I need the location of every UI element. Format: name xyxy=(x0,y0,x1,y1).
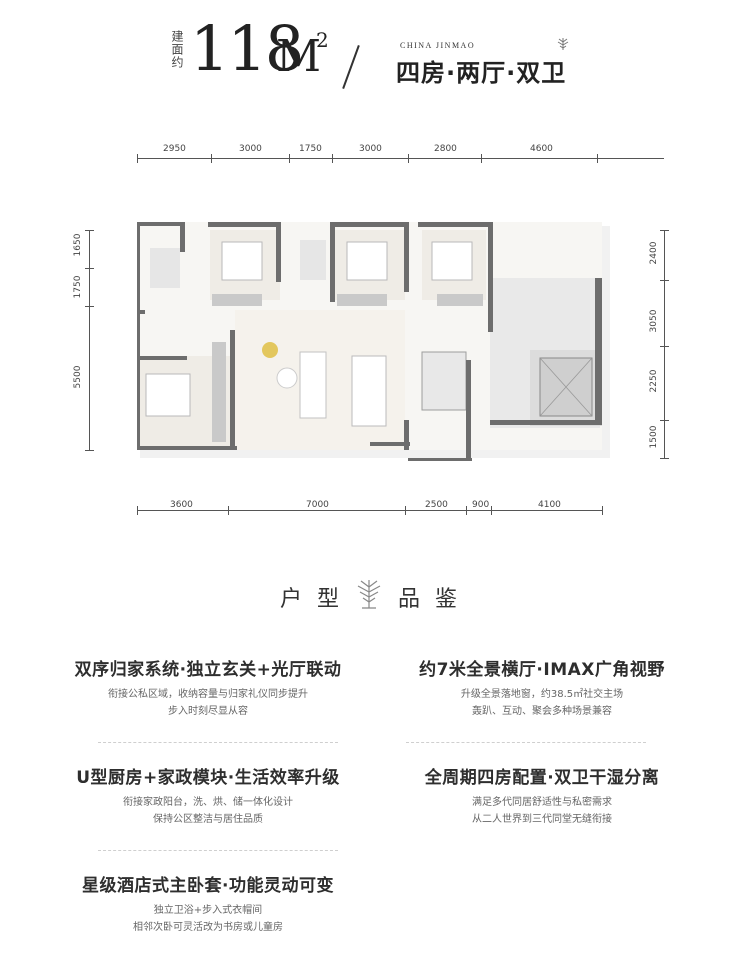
feature-bedrooms: 全周期四房配置·双卫干湿分离 满足多代同居舒适性与私密需求 从二人世界到三代同堂… xyxy=(392,766,692,828)
feature-desc-line: 相邻次卧可灵活改为书房或儿童房 xyxy=(133,922,283,933)
feature-master-suite: 星级酒店式主卧套·功能灵动可变 独立卫浴+步入式衣帽间 相邻次卧可灵活改为书房或… xyxy=(58,874,358,936)
section-title-right: 品 鉴 xyxy=(398,587,461,612)
section-title: 户 型 品 鉴 xyxy=(0,575,740,615)
layout-type: 四房·两厅·双卫 xyxy=(396,59,567,87)
divider-slash xyxy=(342,45,360,89)
dim-top-1: 2950 xyxy=(163,144,186,154)
feature-title: 双序归家系统·独立玄关+光厅联动 xyxy=(74,660,342,680)
feature-desc-line: 满足多代同居舒适性与私密需求 xyxy=(472,797,612,808)
feature-desc-line: 衔接家政阳台，洗、烘、储一体化设计 xyxy=(123,797,293,808)
dim-top-6: 4600 xyxy=(530,144,553,154)
dim-bottom-2: 7000 xyxy=(306,500,329,510)
dim-bottom-5: 4100 xyxy=(538,500,561,510)
dim-top-2: 3000 xyxy=(239,144,262,154)
feature-desc-line: 轰趴、互动、聚会多种场景兼容 xyxy=(472,706,612,717)
section-title-left: 户 型 xyxy=(280,587,343,612)
feature-title: 全周期四房配置·双卫干湿分离 xyxy=(424,768,660,788)
area-unit-superscript: 2 xyxy=(316,28,329,52)
dim-top-4: 3000 xyxy=(359,144,382,154)
dim-bottom-3: 2500 xyxy=(425,500,448,510)
feature-entrance: 双序归家系统·独立玄关+光厅联动 衔接公私区域，收纳容量与归家礼仪同步提升 步入… xyxy=(58,658,358,720)
feature-desc-line: 衔接公私区域，收纳容量与归家礼仪同步提升 xyxy=(108,689,308,700)
feature-title: 星级酒店式主卧套·功能灵动可变 xyxy=(82,876,334,896)
dim-bottom-4: 900 xyxy=(472,500,490,510)
feature-desc-line: 从二人世界到三代同堂无缝衔接 xyxy=(472,814,612,825)
feature-desc-line: 保持公区整洁与居住品质 xyxy=(153,814,263,825)
floor-plan: 2950 3000 1750 3000 2800 4600 1650 1750 … xyxy=(0,130,740,530)
dim-top-3: 1750 xyxy=(299,144,322,154)
dim-top-5: 2800 xyxy=(434,144,457,154)
brand-name: CHINA JINMAO xyxy=(400,41,476,50)
feature-divider xyxy=(98,850,338,851)
header: 建面约 118 M 2 CHINA JINMAO 四房·两厅·双卫 xyxy=(0,0,740,110)
feature-divider xyxy=(406,742,646,743)
area-label: 建面约 xyxy=(170,30,184,69)
floor-plan-drawing xyxy=(137,222,610,461)
feature-kitchen: U型厨房+家政模块·生活效率升级 衔接家政阳台，洗、烘、储一体化设计 保持公区整… xyxy=(58,766,358,828)
tree-emblem-icon xyxy=(357,580,381,609)
dim-bottom-1: 3600 xyxy=(170,500,193,510)
feature-title: U型厨房+家政模块·生活效率升级 xyxy=(76,768,340,788)
feature-desc-line: 升级全景落地窗，约38.5㎡社交主场 xyxy=(460,689,624,700)
feature-divider xyxy=(98,742,338,743)
area-unit: M xyxy=(276,31,322,82)
feature-desc-line: 步入时刻尽显从容 xyxy=(168,706,248,717)
tree-logo-icon xyxy=(557,38,569,50)
area-value: 118 xyxy=(190,12,304,85)
feature-living-room: 约7米全景横厅·IMAX广角视野 升级全景落地窗，约38.5㎡社交主场 轰趴、互… xyxy=(392,658,692,720)
feature-desc-line: 独立卫浴+步入式衣帽间 xyxy=(153,905,263,916)
feature-title: 约7米全景横厅·IMAX广角视野 xyxy=(419,660,665,680)
